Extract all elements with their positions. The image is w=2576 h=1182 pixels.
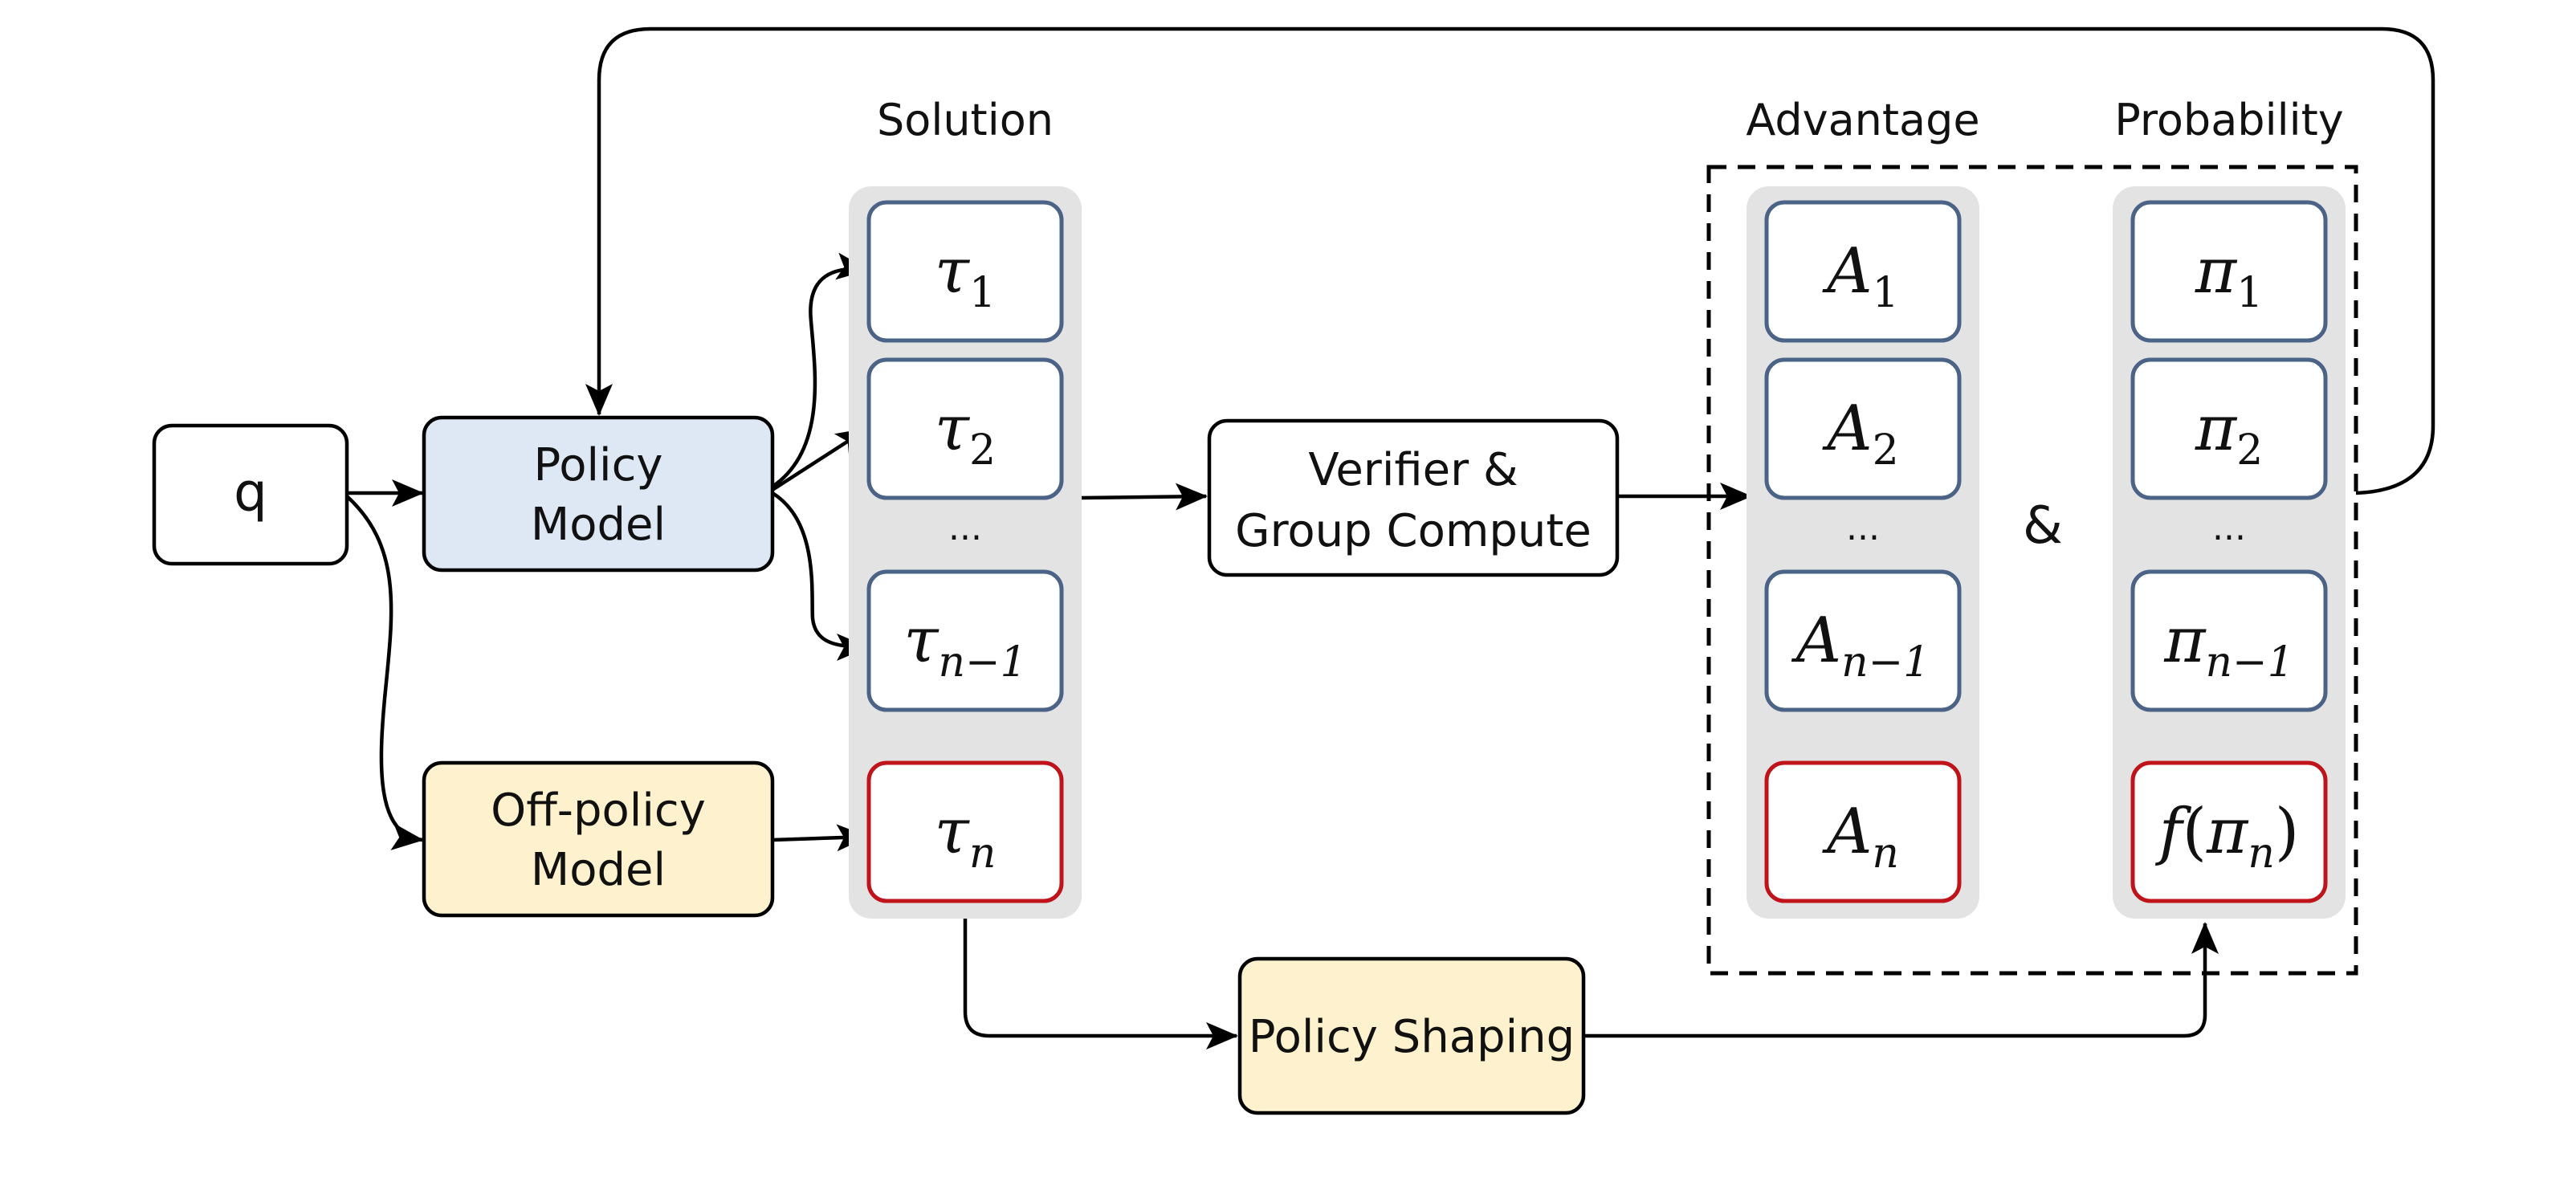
- advantage-item-box-1: [1764, 200, 1962, 343]
- probability-item-label-1: π1: [2195, 235, 2263, 317]
- advantage-header: Advantage: [1746, 95, 1979, 145]
- off-policy-model-box: [422, 760, 775, 918]
- advantage-item-box-4: [1764, 760, 1962, 903]
- verifier-node: Verifier & Group Compute: [1207, 418, 1620, 577]
- edges: [345, 26, 2435, 1050]
- advantage-item-label-4: An: [1822, 796, 1899, 878]
- q-label: q: [234, 462, 267, 524]
- probability-item-box-3: [2130, 569, 2328, 712]
- advantage-item-label-2: A2: [1822, 393, 1898, 475]
- edge-policy-to-taun1: [771, 491, 869, 661]
- probability-ellipsis: ...: [2212, 507, 2246, 548]
- q-node: q: [152, 423, 349, 566]
- policy-shaping-box: [1237, 956, 1586, 1115]
- edge-policy-to-tau1: [771, 252, 869, 488]
- verifier-label-line2: Group Compute: [1235, 505, 1592, 557]
- policy-model-label-line1: Policy: [533, 439, 662, 491]
- solution-item-label-3: τn−1: [903, 605, 1026, 687]
- policy-shaping-label: Policy Shaping: [1249, 1011, 1575, 1063]
- advantage-column: A1A2An−1An...: [1747, 186, 1979, 919]
- verifier-label-line1: Verifier &: [1308, 444, 1518, 496]
- probability-item-box-1: [2130, 200, 2328, 343]
- advantage-item-box-3: [1764, 569, 1962, 712]
- probability-column: π1 π2 πn−1 f(πn)...: [2113, 186, 2346, 919]
- solution-item-label-4: τn: [935, 796, 997, 878]
- advantage-probability-group: [1706, 165, 2358, 976]
- probability-item-label-4: f(πn): [2155, 796, 2300, 878]
- edge-taun-to-shaping: [963, 917, 1238, 1050]
- policy-shaping-node: Policy Shaping: [1237, 956, 1586, 1115]
- probability-header: Probability: [2114, 95, 2343, 145]
- advantage-ellipsis: ...: [1846, 507, 1880, 548]
- edge-solution-to-verifier: [1080, 483, 1208, 511]
- solution-item-box-4: [866, 760, 1064, 903]
- advantage-item-label-3: An−1: [1791, 605, 1930, 687]
- solution-item-box-1: [866, 200, 1064, 343]
- advantage-item-box-2: [1764, 357, 1962, 500]
- ampersand-symbol: &: [2023, 496, 2063, 556]
- policy-model-node: Policy Model: [422, 415, 775, 573]
- off-policy-model-label-line1: Off-policy: [491, 785, 706, 837]
- probability-item-label-2: π2: [2195, 393, 2263, 475]
- policy-model-label-line2: Model: [531, 499, 666, 551]
- edge-shaping-to-fpin: [1584, 922, 2219, 1038]
- off-policy-model-label-line2: Model: [531, 844, 666, 896]
- probability-item-label-3: πn−1: [2163, 605, 2293, 687]
- solution-column: τ1 τ2 τn−1 τn...: [849, 186, 1082, 919]
- solution-header: Solution: [877, 95, 1054, 145]
- solution-item-box-2: [866, 357, 1064, 500]
- verifier-box: [1207, 418, 1620, 577]
- off-policy-model-node: Off-policy Model: [422, 760, 775, 918]
- edge-q-to-offpolicy: [345, 495, 424, 850]
- solution-item-label-2: τ2: [935, 393, 996, 475]
- advantage-item-label-1: A1: [1822, 235, 1898, 317]
- solution-item-box-3: [866, 569, 1064, 712]
- probability-item-box-2: [2130, 357, 2328, 500]
- solution-item-label-1: τ1: [935, 235, 996, 317]
- edge-feedback-loop: [585, 26, 2435, 495]
- solution-ellipsis: ...: [948, 507, 982, 548]
- policy-model-box: [422, 415, 775, 573]
- probability-item-box-4: [2130, 760, 2328, 903]
